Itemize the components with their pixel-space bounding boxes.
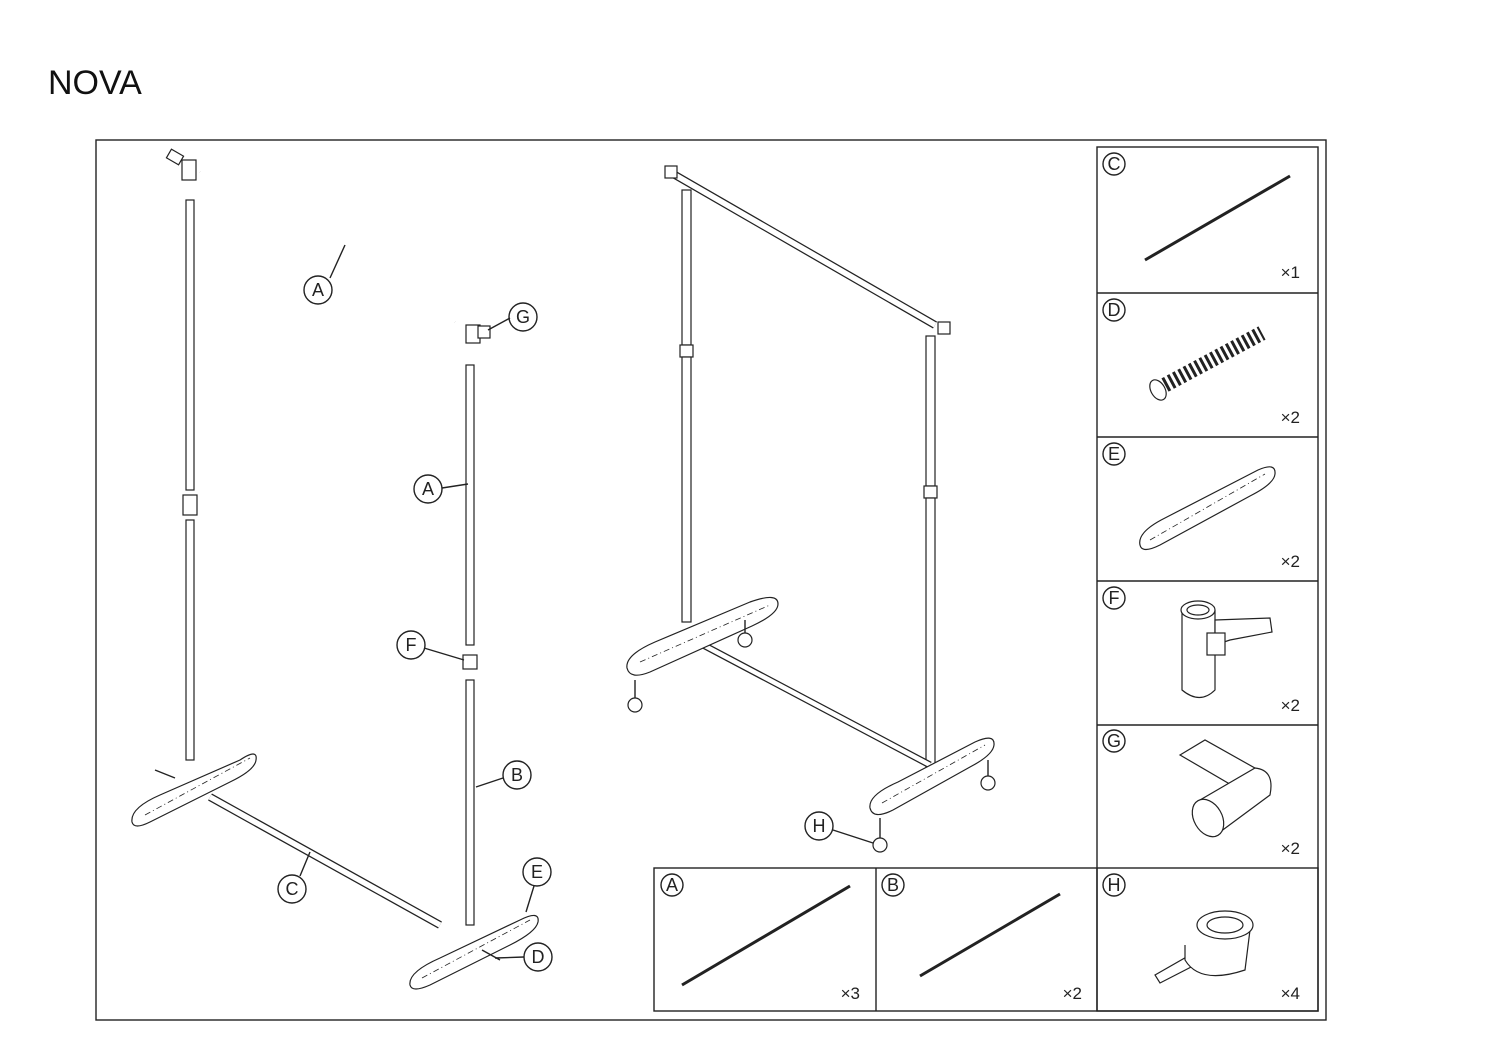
part-h: H ×4 xyxy=(1102,873,1300,1003)
part-qty: ×3 xyxy=(841,984,860,1003)
svg-text:C: C xyxy=(1108,154,1121,174)
svg-text:A: A xyxy=(666,875,678,895)
part-qty: ×1 xyxy=(1281,263,1300,282)
part-qty: ×2 xyxy=(1063,984,1082,1003)
part-qty: ×2 xyxy=(1281,839,1300,858)
callout-e: E xyxy=(531,862,543,882)
diagram-frame xyxy=(95,139,1327,1021)
callout-a: A xyxy=(312,280,324,300)
svg-text:H: H xyxy=(1108,875,1121,895)
part-f: F ×2 xyxy=(1102,586,1300,715)
callout-c: C xyxy=(286,879,299,899)
svg-text:B: B xyxy=(887,875,899,895)
part-a: A ×3 xyxy=(660,873,860,1003)
callout-a: A xyxy=(422,479,434,499)
callout-f: F xyxy=(406,635,417,655)
part-c: C ×1 xyxy=(1102,152,1300,282)
part-g: G ×2 xyxy=(1102,729,1300,858)
part-qty: ×2 xyxy=(1281,696,1300,715)
exploded-view xyxy=(131,148,539,990)
svg-text:D: D xyxy=(1108,300,1121,320)
product-title: NOVA xyxy=(48,64,142,102)
part-b: B ×2 xyxy=(881,873,1082,1003)
callout-d: D xyxy=(532,947,545,967)
part-e: E ×2 xyxy=(1102,442,1300,571)
assembled-view: H xyxy=(626,165,996,853)
svg-text:E: E xyxy=(1108,444,1120,464)
callout-b: B xyxy=(511,765,523,785)
part-qty: ×2 xyxy=(1281,552,1300,571)
part-qty: ×2 xyxy=(1281,408,1300,427)
callout-g: G xyxy=(516,307,530,327)
part-qty: ×4 xyxy=(1281,984,1300,1003)
exploded-callouts: A G A F B C E D xyxy=(277,275,553,972)
part-d: D ×2 xyxy=(1102,298,1300,427)
svg-text:F: F xyxy=(1109,588,1120,608)
callout-h: H xyxy=(813,816,826,836)
parts-list: C ×1 D ×2 E ×2 F ×2 G xyxy=(653,146,1319,1012)
svg-text:G: G xyxy=(1107,731,1121,751)
